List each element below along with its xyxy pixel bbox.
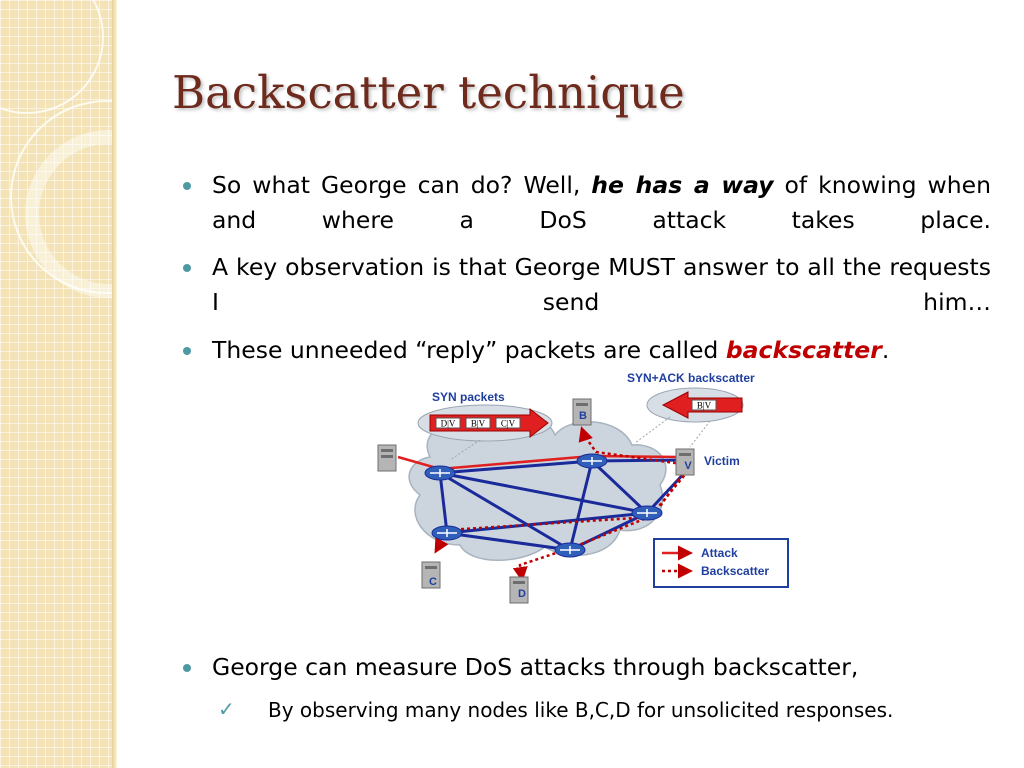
diagram-legend: Attack Backscatter xyxy=(653,538,789,588)
slide-title: Backscatter technique xyxy=(172,66,685,119)
server-icon xyxy=(377,444,397,472)
bullet-dot-icon xyxy=(183,182,191,190)
emphasis-text: backscatter xyxy=(725,336,882,364)
backscatter-diagram: B V C D SYN packets D|V B|V C|V SYN+ACK … xyxy=(377,371,789,604)
bullet-dot-icon xyxy=(183,264,191,272)
router-icon xyxy=(554,542,586,558)
router-icon xyxy=(631,505,663,521)
victim-label: Victim xyxy=(704,454,740,468)
server-icon xyxy=(572,398,592,426)
synack-callout: SYN+ACK backscatter B|V xyxy=(627,371,755,448)
emphasis-text: he has a way xyxy=(591,171,774,199)
syn-packet: B|V xyxy=(471,419,486,429)
decorative-sidebar xyxy=(0,0,112,768)
syn-packet: D|V xyxy=(441,419,456,429)
server-icon xyxy=(675,448,695,476)
syn-packets-label: SYN packets xyxy=(432,390,505,404)
node-label-c: C xyxy=(429,576,437,588)
router-icon xyxy=(576,453,608,469)
attack-path xyxy=(397,454,681,471)
node-label-b: B xyxy=(579,410,587,422)
node-label-d: D xyxy=(518,588,526,600)
syn-packet: C|V xyxy=(501,419,516,429)
bullet-dot-icon xyxy=(183,347,191,355)
synack-label: SYN+ACK backscatter xyxy=(627,371,755,385)
legend-attack: Attack xyxy=(701,546,738,560)
server-icon xyxy=(509,576,529,604)
bullet-text: These unneeded “reply” packets are calle… xyxy=(212,336,890,364)
decorative-ring xyxy=(0,0,104,114)
bullet-text: So what George can do? Well, he has a wa… xyxy=(212,171,991,234)
router-icon xyxy=(424,465,456,481)
sidebar-edge xyxy=(112,0,117,768)
backscatter-paths xyxy=(434,426,689,582)
synack-packet: B|V xyxy=(697,401,712,411)
router-icon xyxy=(431,525,463,541)
sub-bullet-text: By observing many nodes like B,C,D for u… xyxy=(268,698,894,722)
bullet-text: George can measure DoS attacks through b… xyxy=(212,653,859,681)
server-icon xyxy=(421,561,441,589)
node-label-v: V xyxy=(684,460,692,472)
bullet-text: A key observation is that George MUST an… xyxy=(212,253,991,316)
syn-packets-callout: SYN packets D|V B|V C|V xyxy=(417,390,553,461)
check-icon: ✓ xyxy=(218,697,235,721)
bullet-dot-icon xyxy=(183,664,191,672)
legend-backscatter: Backscatter xyxy=(701,564,769,578)
